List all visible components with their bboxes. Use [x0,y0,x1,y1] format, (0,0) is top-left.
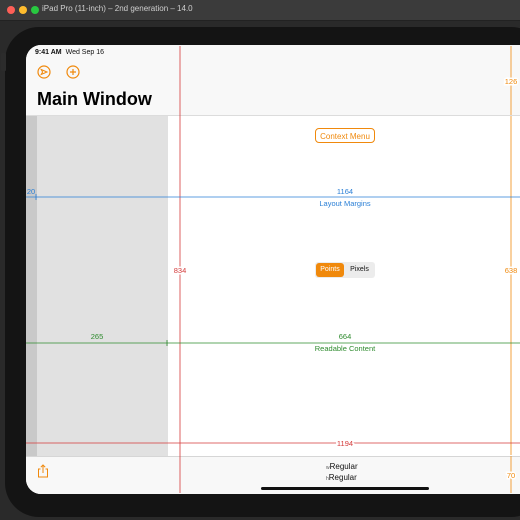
size-class-w-prefix: w [326,465,330,471]
compose-icon[interactable] [37,65,51,79]
window-title: iPad Pro (11-inch) – 2nd generation – 14… [42,4,193,13]
context-menu-button[interactable]: Context Menu [315,128,375,143]
share-icon[interactable] [37,464,49,478]
window-titlebar: iPad Pro (11-inch) – 2nd generation – 14… [0,0,520,21]
bottom-toolbar: wRegular hRegular [26,456,520,494]
units-segmented-control[interactable]: Points Pixels [315,262,375,278]
segment-points[interactable]: Points [316,263,344,277]
size-class-label: wRegular hRegular [326,462,358,484]
page-title: Main Window [37,89,152,109]
status-date: Wed Sep 16 [65,49,104,56]
segment-pixels[interactable]: Pixels [350,266,369,273]
zoom-window-button[interactable] [31,6,39,14]
home-indicator [261,487,429,490]
size-class-h-prefix: h [326,476,329,482]
device-side-button [1,53,6,71]
size-class-w-value: Regular [329,462,358,471]
close-window-button[interactable] [7,6,15,14]
status-time: 9:41 AM [35,49,62,56]
minimize-window-button[interactable] [19,6,27,14]
size-class-h-value: Regular [328,473,357,482]
sidebar [37,116,168,456]
sidebar-margin [26,116,37,456]
add-icon[interactable] [66,65,80,79]
